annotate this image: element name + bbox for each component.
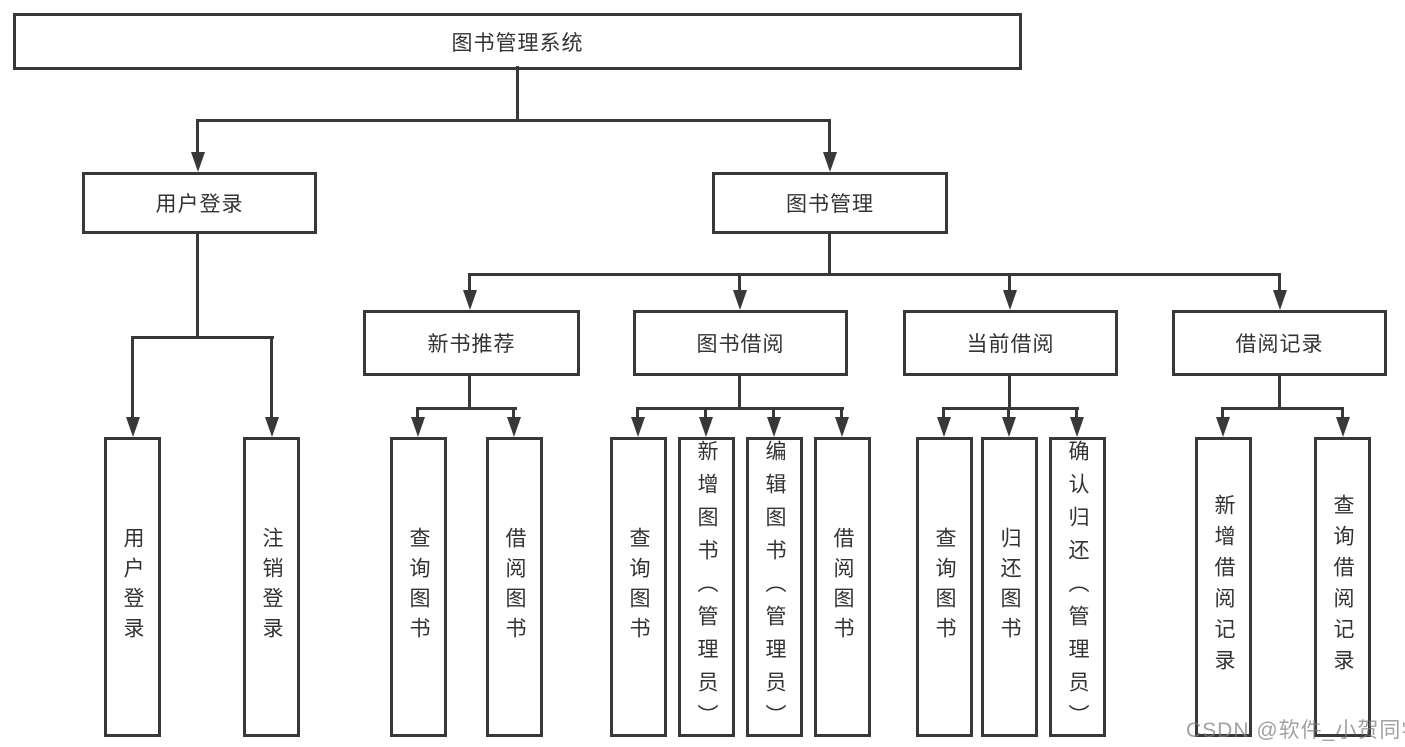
connector-line (942, 407, 945, 419)
leaf-add-borrow-record-label: 新增借阅记录 (1212, 494, 1235, 680)
leaf-borrow-books-recommend: 借阅图书 (486, 437, 543, 737)
connector-line (828, 119, 831, 155)
leaf-query-borrow-record-label: 查询借阅记录 (1331, 494, 1354, 680)
leaf-query-books-borrowing: 查询图书 (610, 437, 667, 737)
node-library-system-label: 图书管理系统 (451, 31, 584, 55)
node-new-book-recommend-label: 新书推荐 (427, 333, 516, 356)
connector-line (512, 407, 515, 419)
arrow-down-icon (1003, 290, 1017, 310)
connector-line (738, 374, 741, 410)
node-book-borrowing-label: 图书借阅 (696, 333, 785, 356)
arrow-down-icon (1002, 417, 1016, 437)
connector-line (468, 273, 471, 293)
leaf-edit-book-admin: 编辑图书（管理员） (746, 437, 803, 737)
node-new-book-recommend: 新书推荐 (363, 310, 580, 376)
arrow-down-icon (411, 417, 425, 437)
connector-line (1222, 407, 1344, 410)
leaf-borrow-books-borrowing-label: 借阅图书 (831, 527, 854, 647)
node-book-management: 图书管理 (712, 172, 948, 234)
connector-line (840, 407, 843, 419)
connector-line (704, 407, 707, 419)
node-book-borrowing: 图书借阅 (633, 310, 848, 376)
leaf-query-books-borrowing-label: 查询图书 (627, 527, 650, 647)
connector-line (1007, 407, 1010, 419)
arrow-down-icon (507, 417, 521, 437)
leaf-confirm-return-admin: 确认归还（管理员） (1049, 437, 1106, 737)
connector-line (197, 119, 831, 122)
arrow-down-icon (191, 152, 205, 172)
node-current-borrowing: 当前借阅 (903, 310, 1118, 376)
arrow-down-icon (937, 417, 951, 437)
leaf-confirm-return-admin-label: 确认归还（管理员） (1066, 440, 1089, 737)
arrow-down-icon (265, 417, 279, 437)
leaf-borrow-books-recommend-label: 借阅图书 (503, 527, 526, 647)
leaf-logout: 注销登录 (243, 437, 300, 737)
connector-line (516, 66, 519, 120)
arrow-down-icon (733, 290, 747, 310)
arrow-down-icon (699, 417, 713, 437)
node-library-system: 图书管理系统 (13, 13, 1022, 70)
arrow-down-icon (126, 417, 140, 437)
leaf-add-book-admin-label: 新增图书（管理员） (695, 440, 718, 737)
leaf-borrow-books-borrowing: 借阅图书 (814, 437, 871, 737)
leaf-add-book-admin: 新增图书（管理员） (678, 437, 735, 737)
connector-line (1278, 374, 1281, 410)
connector-line (196, 119, 199, 155)
leaf-query-books-recommend: 查询图书 (390, 437, 447, 737)
arrow-down-icon (1216, 417, 1230, 437)
arrow-down-icon (1070, 417, 1084, 437)
connector-line (1341, 407, 1344, 419)
connector-line (132, 336, 274, 339)
watermark-text: CSDN @软件_小贺同学 (1186, 719, 1405, 742)
connector-line (417, 407, 517, 410)
arrow-down-icon (823, 152, 837, 172)
arrow-down-icon (835, 417, 849, 437)
leaf-logout-label: 注销登录 (260, 527, 283, 647)
node-user-login: 用户登录 (82, 172, 317, 234)
node-current-borrowing-label: 当前借阅 (966, 333, 1055, 356)
connector-line (943, 407, 1079, 410)
node-book-management-label: 图书管理 (786, 193, 874, 216)
connector-line (468, 273, 1281, 276)
connector-line (636, 407, 639, 419)
connector-line (270, 336, 273, 420)
connector-line (1075, 407, 1078, 419)
arrow-down-icon (767, 417, 781, 437)
node-borrowing-records: 借阅记录 (1172, 310, 1387, 376)
connector-line (738, 273, 741, 293)
connector-line (1278, 273, 1281, 293)
connector-line (828, 232, 831, 276)
node-borrowing-records-label: 借阅记录 (1235, 333, 1324, 356)
connector-line (196, 232, 199, 339)
arrow-down-icon (463, 290, 477, 310)
connector-line (468, 374, 471, 410)
node-user-login-label: 用户登录 (155, 193, 244, 216)
connector-line (1008, 374, 1011, 410)
leaf-add-borrow-record: 新增借阅记录 (1195, 437, 1252, 737)
arrow-down-icon (1273, 290, 1287, 310)
leaf-query-borrow-record: 查询借阅记录 (1314, 437, 1371, 737)
connector-line (637, 407, 844, 410)
connector-line (772, 407, 775, 419)
arrow-down-icon (631, 417, 645, 437)
connector-line (416, 407, 419, 419)
leaf-return-book: 归还图书 (981, 437, 1038, 737)
connector-line (1008, 273, 1011, 293)
leaf-user-login: 用户登录 (104, 437, 161, 737)
leaf-query-books-current: 查询图书 (916, 437, 973, 737)
connector-line (1221, 407, 1224, 419)
leaf-edit-book-admin-label: 编辑图书（管理员） (763, 440, 786, 737)
leaf-user-login-label: 用户登录 (121, 527, 144, 647)
arrow-down-icon (1336, 417, 1350, 437)
leaf-query-books-recommend-label: 查询图书 (407, 527, 430, 647)
connector-line (131, 336, 134, 420)
leaf-query-books-current-label: 查询图书 (933, 527, 956, 647)
leaf-return-book-label: 归还图书 (998, 527, 1021, 647)
